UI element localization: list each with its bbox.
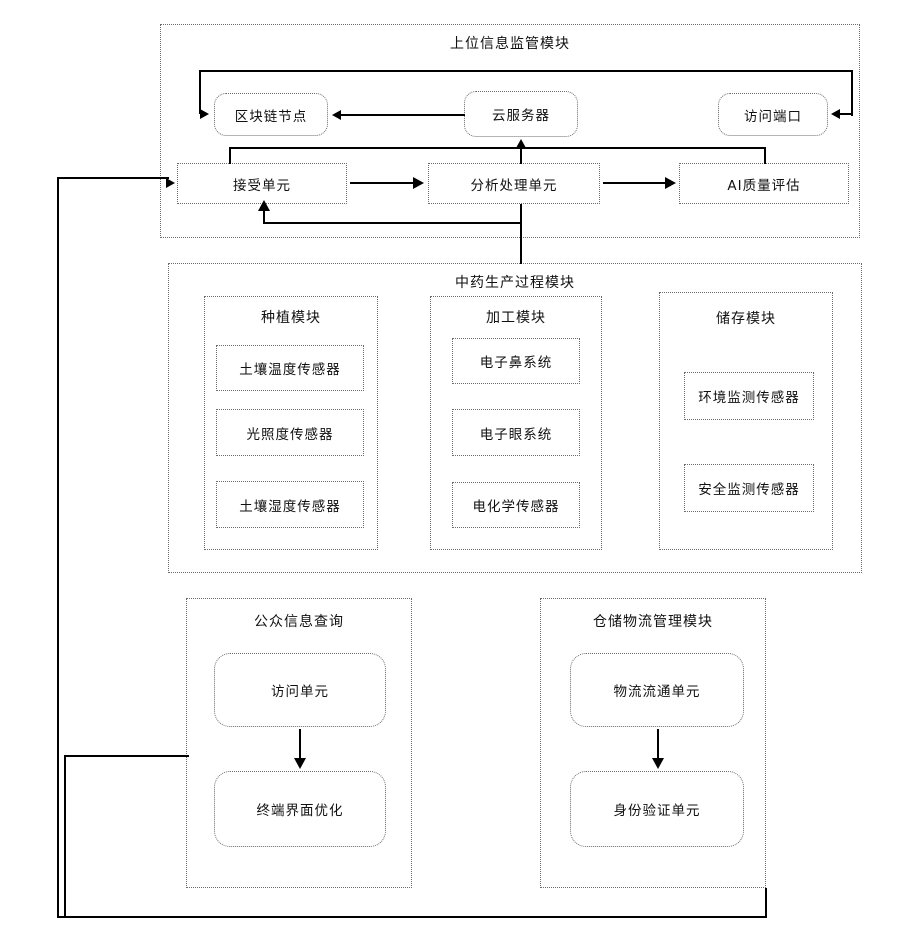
node-blockchain-node[interactable]: 区块链节点	[214, 93, 328, 136]
submodule-processing	[430, 296, 602, 550]
global-bus-bottom-h	[57, 916, 767, 918]
node-access-port[interactable]: 访问端口	[718, 93, 828, 136]
submodule-planting	[204, 296, 378, 550]
arrow-into-access-port	[831, 109, 840, 119]
global-bus-left-outer-v	[57, 177, 59, 917]
arrow-warehouse-down	[652, 758, 664, 769]
global-bus-right-v	[765, 888, 767, 917]
arrow-analysis-to-cloud	[516, 139, 526, 148]
connector-ai-up-v	[764, 147, 766, 164]
node-planting-2[interactable]: 土壤湿度传感器	[216, 481, 364, 528]
node-warehouse-0[interactable]: 物流流通单元	[570, 653, 744, 727]
node-storage-1[interactable]: 安全监测传感器	[684, 464, 814, 512]
connector-rail-top-h	[199, 70, 852, 72]
module-public-query-title: 公众信息查询	[254, 614, 344, 630]
node-storage-0[interactable]: 环境监测传感器	[684, 372, 814, 420]
connector-accessport-right-h	[840, 113, 852, 115]
connector-feedback-h	[263, 222, 521, 224]
connector-ai-rail-h	[229, 147, 765, 149]
module-production-title: 中药生产过程模块	[455, 275, 575, 291]
global-bus-inner-v	[64, 755, 66, 917]
node-warehouse-1[interactable]: 身份验证单元	[570, 771, 744, 847]
connector-feedback-up-v	[263, 210, 265, 223]
node-public-query-1[interactable]: 终端界面优化	[214, 771, 386, 847]
node-ai-quality[interactable]: AI质量评估	[679, 163, 849, 204]
connector-feedback-down-v	[520, 204, 522, 250]
node-analysis-unit[interactable]: 分析处理单元	[428, 163, 600, 204]
submodule-processing-title: 加工模块	[486, 310, 546, 326]
global-bus-top-h	[57, 177, 169, 179]
module-public-query	[186, 598, 412, 888]
arrow-feedback-into-receive	[258, 200, 270, 211]
node-receive-unit[interactable]: 接受单元	[177, 163, 347, 204]
arrow-into-blockchain-left	[200, 109, 209, 119]
node-processing-0[interactable]: 电子鼻系统	[452, 338, 580, 384]
module-production	[168, 263, 862, 573]
arrow-public-query-down	[294, 758, 306, 769]
module-warehouse-logistics	[540, 598, 766, 888]
connector-rail-left-v	[199, 70, 201, 114]
arrow-external-into-receive	[166, 178, 175, 188]
arrow-cloud-to-blockchain	[332, 110, 341, 120]
connector-receive-to-analysis	[350, 182, 414, 185]
global-bus-inner-h	[64, 755, 189, 757]
connector-public-query-v	[299, 729, 302, 761]
module-supervision	[160, 24, 860, 238]
node-processing-1[interactable]: 电子眼系统	[452, 409, 580, 456]
submodule-planting-title: 种植模块	[261, 310, 321, 326]
connector-production-up-v	[520, 250, 522, 264]
node-cloud-server[interactable]: 云服务器	[464, 91, 578, 137]
node-planting-1[interactable]: 光照度传感器	[216, 409, 364, 456]
connector-warehouse-v	[657, 729, 660, 761]
connector-analysis-to-ai	[603, 182, 666, 185]
connector-rail-right-v	[851, 70, 853, 116]
module-warehouse-logistics-title: 仓储物流管理模块	[593, 614, 713, 630]
connector-receive-rail-v	[229, 147, 231, 164]
node-planting-0[interactable]: 土壤温度传感器	[216, 345, 364, 391]
arrow-receive-to-analysis	[413, 177, 424, 189]
node-public-query-0[interactable]: 访问单元	[214, 653, 386, 727]
module-supervision-title: 上位信息监管模块	[450, 36, 570, 52]
connector-analysis-to-cloud-v	[520, 148, 522, 164]
node-processing-2[interactable]: 电化学传感器	[452, 482, 580, 528]
submodule-storage	[659, 292, 833, 550]
submodule-storage-title: 储存模块	[716, 311, 776, 327]
connector-cloud-to-blockchain	[341, 114, 465, 116]
arrow-analysis-to-ai	[665, 177, 676, 189]
